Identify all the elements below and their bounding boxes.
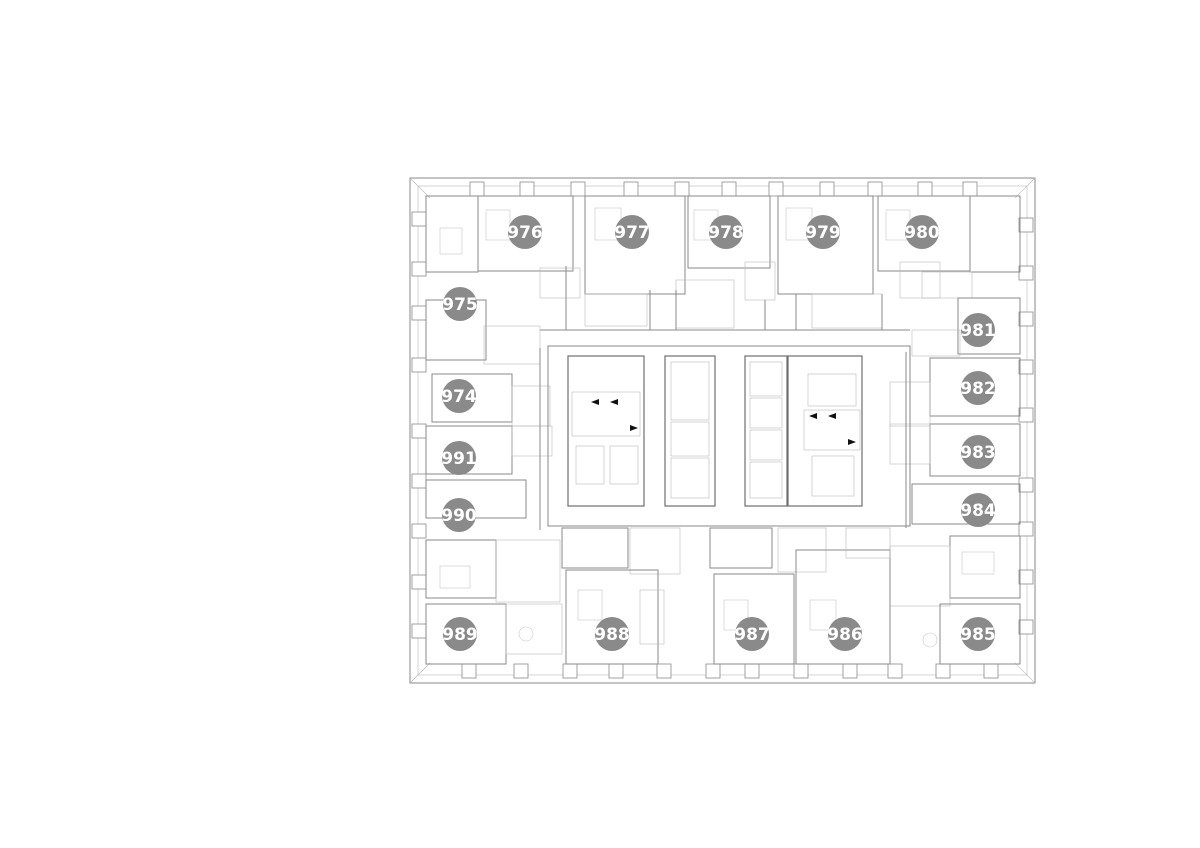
unit-number: 977 bbox=[614, 223, 650, 243]
right-apartment-walls bbox=[889, 195, 1021, 665]
left-apartment-walls bbox=[425, 195, 563, 665]
unit-number: 990 bbox=[441, 506, 477, 526]
unit-marker-989[interactable]: 989 bbox=[442, 617, 478, 651]
stair-arrow-icon bbox=[828, 413, 836, 419]
unit-marker-984[interactable]: 984 bbox=[960, 493, 996, 527]
stair-arrow-icon bbox=[610, 399, 618, 405]
unit-marker-982[interactable]: 982 bbox=[960, 371, 996, 405]
unit-number: 989 bbox=[442, 625, 478, 645]
unit-number: 974 bbox=[441, 387, 477, 407]
unit-marker-991[interactable]: 991 bbox=[441, 441, 477, 475]
unit-number: 975 bbox=[442, 295, 478, 315]
unit-number: 987 bbox=[734, 625, 770, 645]
unit-marker-980[interactable]: 980 bbox=[904, 215, 940, 249]
unit-number: 985 bbox=[960, 625, 996, 645]
unit-marker-990[interactable]: 990 bbox=[441, 498, 477, 532]
unit-number: 988 bbox=[594, 625, 630, 645]
unit-marker-981[interactable]: 981 bbox=[960, 313, 996, 347]
unit-number: 986 bbox=[827, 625, 863, 645]
unit-number: 984 bbox=[960, 501, 996, 521]
unit-number: 980 bbox=[904, 223, 940, 243]
unit-marker-979[interactable]: 979 bbox=[805, 215, 841, 249]
unit-number: 976 bbox=[507, 223, 543, 243]
unit-number: 981 bbox=[960, 321, 996, 341]
unit-number: 991 bbox=[441, 449, 477, 469]
unit-number: 978 bbox=[708, 223, 744, 243]
unit-marker-987[interactable]: 987 bbox=[734, 617, 770, 651]
windows bbox=[411, 181, 1034, 679]
unit-marker-975[interactable]: 975 bbox=[442, 287, 478, 321]
unit-number: 979 bbox=[805, 223, 841, 243]
unit-marker-974[interactable]: 974 bbox=[441, 379, 477, 413]
unit-number: 982 bbox=[960, 379, 996, 399]
stair-arrow-icon bbox=[809, 413, 817, 419]
furniture bbox=[439, 207, 995, 648]
unit-markers: 976 977 978 979 980 975 981 974 bbox=[441, 215, 996, 651]
unit-marker-986[interactable]: 986 bbox=[827, 617, 863, 651]
unit-marker-985[interactable]: 985 bbox=[960, 617, 996, 651]
unit-marker-978[interactable]: 978 bbox=[708, 215, 744, 249]
unit-marker-976[interactable]: 976 bbox=[507, 215, 543, 249]
building-outline bbox=[409, 177, 1036, 684]
stair-arrow-icon bbox=[630, 425, 638, 431]
central-core bbox=[547, 345, 911, 527]
unit-marker-988[interactable]: 988 bbox=[594, 617, 630, 651]
unit-marker-977[interactable]: 977 bbox=[614, 215, 650, 249]
stair-arrow-icon bbox=[848, 439, 856, 445]
unit-marker-983[interactable]: 983 bbox=[960, 435, 996, 469]
stair-arrow-icon bbox=[591, 399, 599, 405]
unit-number: 983 bbox=[960, 443, 996, 463]
